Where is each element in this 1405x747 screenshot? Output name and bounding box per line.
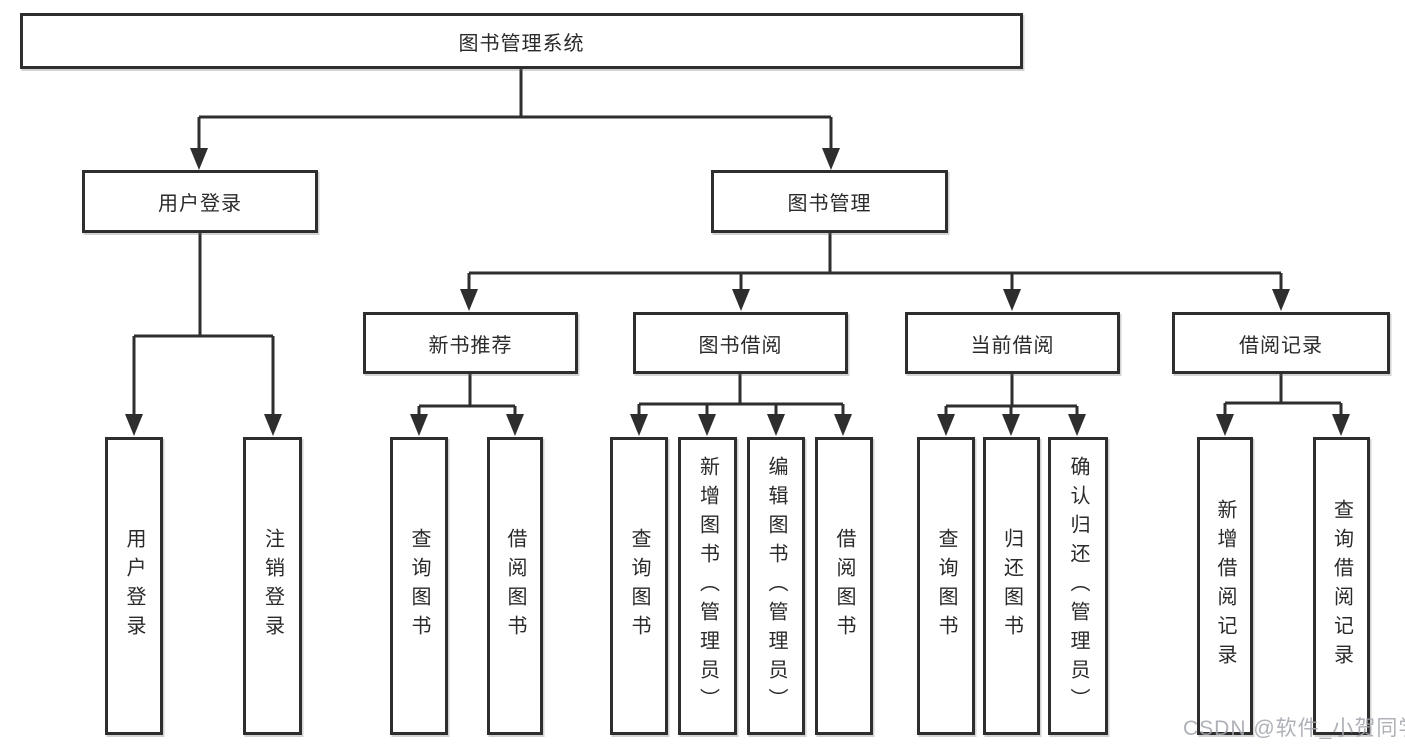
leaf-user-login: 用户登录 <box>105 437 163 735</box>
leaf-confirm-return-admin: 确认归还（管理员） <box>1048 437 1108 735</box>
node-library-management-system: 图书管理系统 <box>20 13 1023 69</box>
node-label: 查询图书 <box>408 528 430 644</box>
leaf-add-book-admin: 新增图书（管理员） <box>678 437 737 735</box>
node-label: 新增图书（管理员） <box>696 455 719 717</box>
node-label: 用户登录 <box>158 193 242 215</box>
node-label: 借阅图书 <box>504 528 526 644</box>
node-user-login: 用户登录 <box>82 170 318 233</box>
node-new-book-recommendation: 新书推荐 <box>363 312 578 374</box>
node-label: 借阅图书 <box>833 528 855 644</box>
node-label: 图书管理 <box>787 193 872 215</box>
node-label: 确认归还（管理员） <box>1067 455 1089 717</box>
leaf-logout: 注销登录 <box>243 437 302 735</box>
leaf-add-borrow-record: 新增借阅记录 <box>1197 437 1253 735</box>
node-borrowing-records: 借阅记录 <box>1172 312 1390 374</box>
leaf-query-books-recommend: 查询图书 <box>390 437 448 735</box>
node-book-borrowing: 图书借阅 <box>633 312 848 374</box>
leaf-return-books: 归还图书 <box>983 437 1040 735</box>
node-label: 查询借阅记录 <box>1330 499 1353 673</box>
node-label: 用户登录 <box>123 528 145 644</box>
leaf-query-books-current: 查询图书 <box>917 437 975 735</box>
node-label: 借阅记录 <box>1239 334 1323 357</box>
leaf-borrow-books-borrowing: 借阅图书 <box>815 437 873 735</box>
node-label: 新书推荐 <box>428 334 513 357</box>
node-label: 查询图书 <box>935 528 957 644</box>
leaf-query-books-borrowing: 查询图书 <box>610 437 668 735</box>
node-label: 注销登录 <box>261 528 284 644</box>
node-label: 图书借阅 <box>698 334 783 357</box>
node-current-borrowing: 当前借阅 <box>905 312 1120 374</box>
node-label: 查询图书 <box>628 528 650 644</box>
leaf-query-borrow-record: 查询借阅记录 <box>1313 437 1370 735</box>
node-label: 归还图书 <box>1000 528 1023 644</box>
watermark-csdn: CSDN @软件_小贺同学 <box>1183 717 1405 740</box>
node-book-management: 图书管理 <box>711 170 948 233</box>
node-label: 图书管理系统 <box>458 32 585 55</box>
leaf-edit-book-admin: 编辑图书（管理员） <box>747 437 805 735</box>
node-label: 编辑图书（管理员） <box>765 455 787 717</box>
node-label: 新增借阅记录 <box>1214 499 1236 673</box>
node-label: 当前借阅 <box>970 334 1055 357</box>
leaf-borrow-books-recommend: 借阅图书 <box>487 437 543 735</box>
